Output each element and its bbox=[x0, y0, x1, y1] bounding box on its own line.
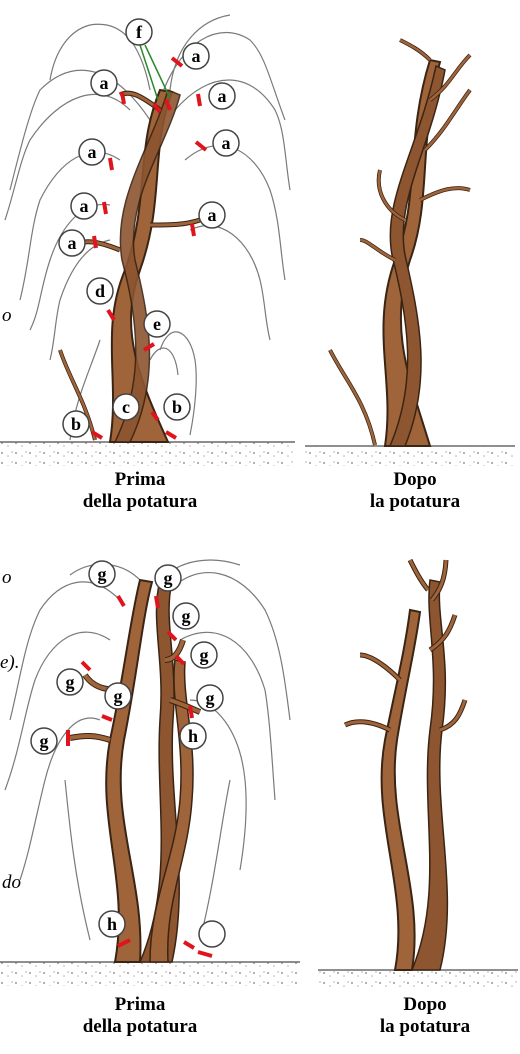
svg-text:g: g bbox=[98, 564, 107, 584]
svg-text:g: g bbox=[164, 568, 173, 588]
svg-text:b: b bbox=[172, 397, 182, 417]
label-g: g bbox=[105, 683, 131, 709]
label-b: b bbox=[164, 394, 190, 420]
svg-text:g: g bbox=[40, 731, 49, 751]
ground bbox=[0, 960, 300, 986]
label-g: g bbox=[173, 603, 199, 629]
trunk bbox=[70, 580, 200, 962]
label-a: a bbox=[59, 230, 85, 256]
svg-text:f: f bbox=[136, 22, 143, 42]
svg-text:h: h bbox=[188, 726, 198, 746]
caption-line: della potatura bbox=[30, 1016, 250, 1038]
caption-line: la potatura bbox=[320, 491, 510, 513]
ground bbox=[318, 968, 518, 990]
label-a: a bbox=[91, 70, 117, 96]
caption-line: la potatura bbox=[330, 1016, 520, 1038]
svg-text:a: a bbox=[88, 142, 97, 162]
label-a: a bbox=[209, 83, 235, 109]
caption-bottom-before: Prima della potatura bbox=[30, 994, 250, 1038]
svg-text:g: g bbox=[66, 672, 75, 692]
svg-text:a: a bbox=[222, 133, 231, 153]
caption-top-after: Dopo la potatura bbox=[320, 469, 510, 513]
svg-text:g: g bbox=[200, 645, 209, 665]
top-after-tree bbox=[305, 40, 515, 466]
label-h bbox=[199, 921, 225, 947]
caption-top-before: Prima della potatura bbox=[30, 469, 250, 513]
svg-text:a: a bbox=[68, 233, 77, 253]
edge-text-fragment: o bbox=[2, 305, 12, 327]
caption-line: della potatura bbox=[30, 491, 250, 513]
label-d: d bbox=[87, 278, 113, 304]
svg-text:g: g bbox=[206, 688, 215, 708]
bottom-after-tree bbox=[318, 560, 518, 990]
caption-line: Dopo bbox=[320, 469, 510, 491]
caption-line: Prima bbox=[30, 994, 250, 1016]
label-a: a bbox=[213, 130, 239, 156]
label-g: h bbox=[180, 723, 206, 749]
label-e: e bbox=[144, 311, 170, 337]
label-g: g bbox=[89, 561, 115, 587]
label-g: g bbox=[57, 669, 83, 695]
label-g: g bbox=[191, 642, 217, 668]
svg-text:e: e bbox=[153, 314, 161, 334]
edge-text-fragment: do bbox=[2, 872, 21, 894]
label-a: a bbox=[79, 139, 105, 165]
caption-line: Dopo bbox=[330, 994, 520, 1016]
ground bbox=[0, 440, 295, 466]
label-a: a bbox=[199, 202, 225, 228]
label-g: g bbox=[31, 728, 57, 754]
top-before-tree: f a a a a a a a a d e c b b bbox=[0, 15, 295, 466]
label-g: g bbox=[155, 565, 181, 591]
svg-text:g: g bbox=[182, 606, 191, 626]
svg-text:h: h bbox=[107, 914, 117, 934]
label-f: f bbox=[126, 19, 152, 45]
svg-text:g: g bbox=[114, 686, 123, 706]
caption-line: Prima bbox=[30, 469, 250, 491]
svg-text:a: a bbox=[208, 205, 217, 225]
edge-text-fragment: e). bbox=[0, 652, 20, 674]
label-a: a bbox=[71, 193, 97, 219]
svg-text:a: a bbox=[100, 73, 109, 93]
svg-text:a: a bbox=[192, 46, 201, 66]
caption-bottom-after: Dopo la potatura bbox=[330, 994, 520, 1038]
label-g: g bbox=[197, 685, 223, 711]
svg-text:d: d bbox=[95, 281, 105, 301]
svg-text:b: b bbox=[71, 414, 81, 434]
bottom-before-tree: g g g g g g g g h h bbox=[0, 560, 300, 986]
svg-text:a: a bbox=[218, 86, 227, 106]
label-c: c bbox=[113, 394, 139, 420]
svg-text:c: c bbox=[122, 397, 130, 417]
edge-text-fragment: o bbox=[2, 567, 12, 589]
label-a: a bbox=[183, 43, 209, 69]
svg-text:a: a bbox=[80, 196, 89, 216]
label-h: h bbox=[99, 911, 125, 937]
ground bbox=[305, 444, 515, 466]
label-b: b bbox=[63, 411, 89, 437]
